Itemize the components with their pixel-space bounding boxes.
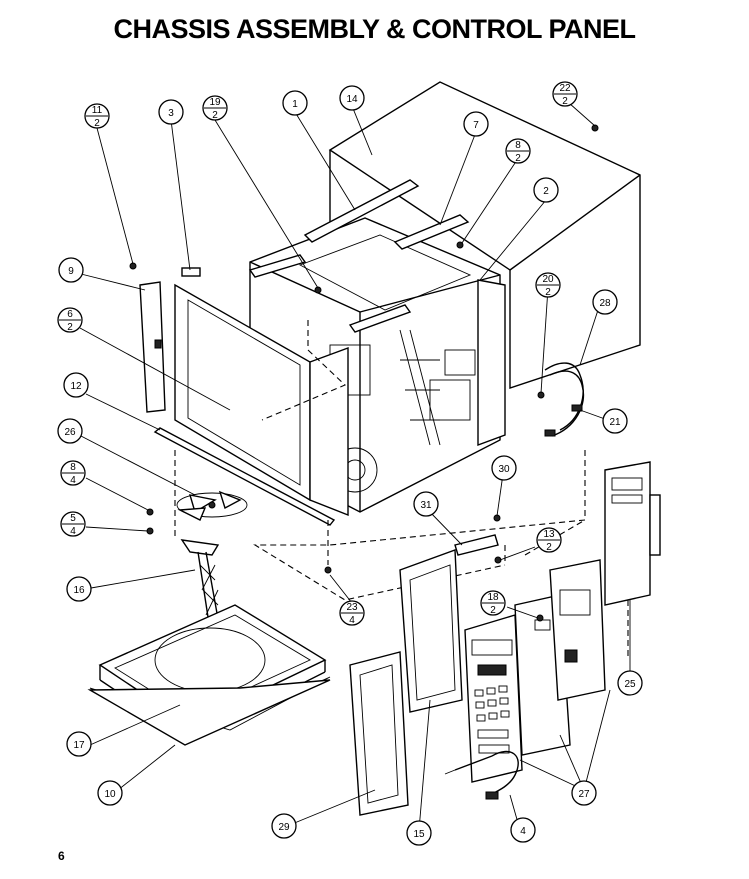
door-choke-frame	[349, 651, 409, 816]
callout-c30: 30	[491, 455, 517, 481]
callout-label: 27	[578, 789, 590, 800]
callout-label-top: 23	[346, 602, 358, 613]
callout-label: 29	[278, 822, 290, 833]
control-bracket	[454, 534, 499, 556]
callout-f8-2: 82	[505, 138, 531, 164]
callout-c10: 10	[97, 780, 123, 806]
callout-f22-2: 222	[552, 81, 578, 107]
callout-label-bottom: 4	[70, 526, 76, 537]
callout-label-top: 20	[542, 274, 554, 285]
callout-label-top: 22	[559, 83, 571, 94]
callout-f6-2: 62	[57, 307, 83, 333]
callout-f18-2: 182	[480, 590, 506, 616]
callout-label-bottom: 4	[349, 615, 355, 626]
hinge-strip	[139, 281, 166, 413]
callout-label: 4	[520, 826, 526, 837]
callout-c2: 2	[533, 177, 559, 203]
leader-lines	[79, 102, 631, 831]
outer-cabinet	[328, 81, 641, 389]
page-title: CHASSIS ASSEMBLY & CONTROL PANEL	[113, 14, 636, 44]
control-door-frame	[399, 549, 463, 713]
callout-c14: 14	[339, 85, 365, 111]
callout-label: 21	[609, 417, 621, 428]
callout-label: 3	[168, 108, 174, 119]
callout-label: 14	[346, 94, 358, 105]
callout-label-bottom: 2	[94, 118, 100, 129]
callout-c21: 21	[602, 408, 628, 434]
callout-label: 26	[64, 427, 76, 438]
callout-label-bottom: 2	[212, 110, 218, 121]
callout-label: 25	[624, 679, 636, 690]
callout-f19-2: 192	[202, 95, 228, 121]
callout-f20-2: 202	[535, 272, 561, 298]
callout-c4: 4	[510, 817, 536, 843]
callout-c12: 12	[63, 372, 89, 398]
callout-label: 28	[599, 298, 611, 309]
callout-c31: 31	[413, 491, 439, 517]
wire-harness	[544, 362, 585, 437]
callout-label: 7	[473, 120, 479, 131]
callout-label-bottom: 2	[562, 96, 568, 107]
screws	[129, 124, 599, 622]
callout-c9: 9	[58, 257, 84, 283]
callout-f11-2: 112	[84, 103, 110, 129]
callout-label: 9	[68, 266, 74, 277]
callout-label-top: 8	[515, 140, 521, 151]
callout-c7: 7	[463, 111, 489, 137]
callout-f23-4: 234	[339, 600, 365, 626]
callout-f13-2: 132	[536, 527, 562, 553]
bracket	[181, 267, 201, 277]
callout-label: 17	[73, 740, 85, 751]
callout-c1: 1	[282, 90, 308, 116]
callout-c17: 17	[66, 731, 92, 757]
callout-label: 16	[73, 585, 85, 596]
callout-c26: 26	[57, 418, 83, 444]
control-circuit-plate	[514, 559, 606, 756]
callout-c15: 15	[406, 820, 432, 846]
callout-f5-4: 54	[60, 511, 86, 537]
chassis-side-plate	[477, 279, 506, 447]
callout-c29: 29	[271, 813, 297, 839]
callout-label-top: 11	[92, 105, 103, 116]
callout-label: 2	[543, 186, 549, 197]
callout-label-bottom: 4	[70, 475, 76, 486]
page-number: 6	[58, 849, 65, 863]
callout-label-top: 13	[543, 529, 555, 540]
callout-label-bottom: 2	[545, 287, 551, 298]
callout-label: 31	[420, 500, 432, 511]
callout-label: 10	[104, 789, 116, 800]
callout-c16: 16	[66, 576, 92, 602]
bottom-plate-sheet	[87, 679, 331, 746]
callout-label: 1	[292, 99, 298, 110]
callout-label-top: 5	[70, 513, 76, 524]
callout-label-top: 19	[209, 97, 221, 108]
control-pcb	[604, 461, 661, 606]
top-rails	[248, 179, 470, 333]
keypad-panel	[464, 614, 523, 783]
door-frame	[174, 283, 349, 517]
callout-f8-4: 84	[60, 460, 86, 486]
callout-label: 30	[498, 464, 510, 475]
callout-c28: 28	[592, 289, 618, 315]
callout-label-bottom: 2	[546, 542, 552, 553]
callout-c25: 25	[617, 670, 643, 696]
callout-label-bottom: 2	[490, 605, 496, 616]
callout-label: 12	[70, 381, 82, 392]
callout-label-top: 6	[67, 309, 73, 320]
callout-label-top: 8	[70, 462, 76, 473]
callout-c27: 27	[571, 780, 597, 806]
callout-label-bottom: 2	[515, 153, 521, 164]
temperature-probe	[444, 750, 519, 800]
callout-c3: 3	[158, 99, 184, 125]
callout-label-bottom: 2	[67, 322, 73, 333]
callout-label-top: 18	[487, 592, 499, 603]
callout-label: 15	[413, 829, 425, 840]
stirrer-fan	[176, 490, 248, 521]
